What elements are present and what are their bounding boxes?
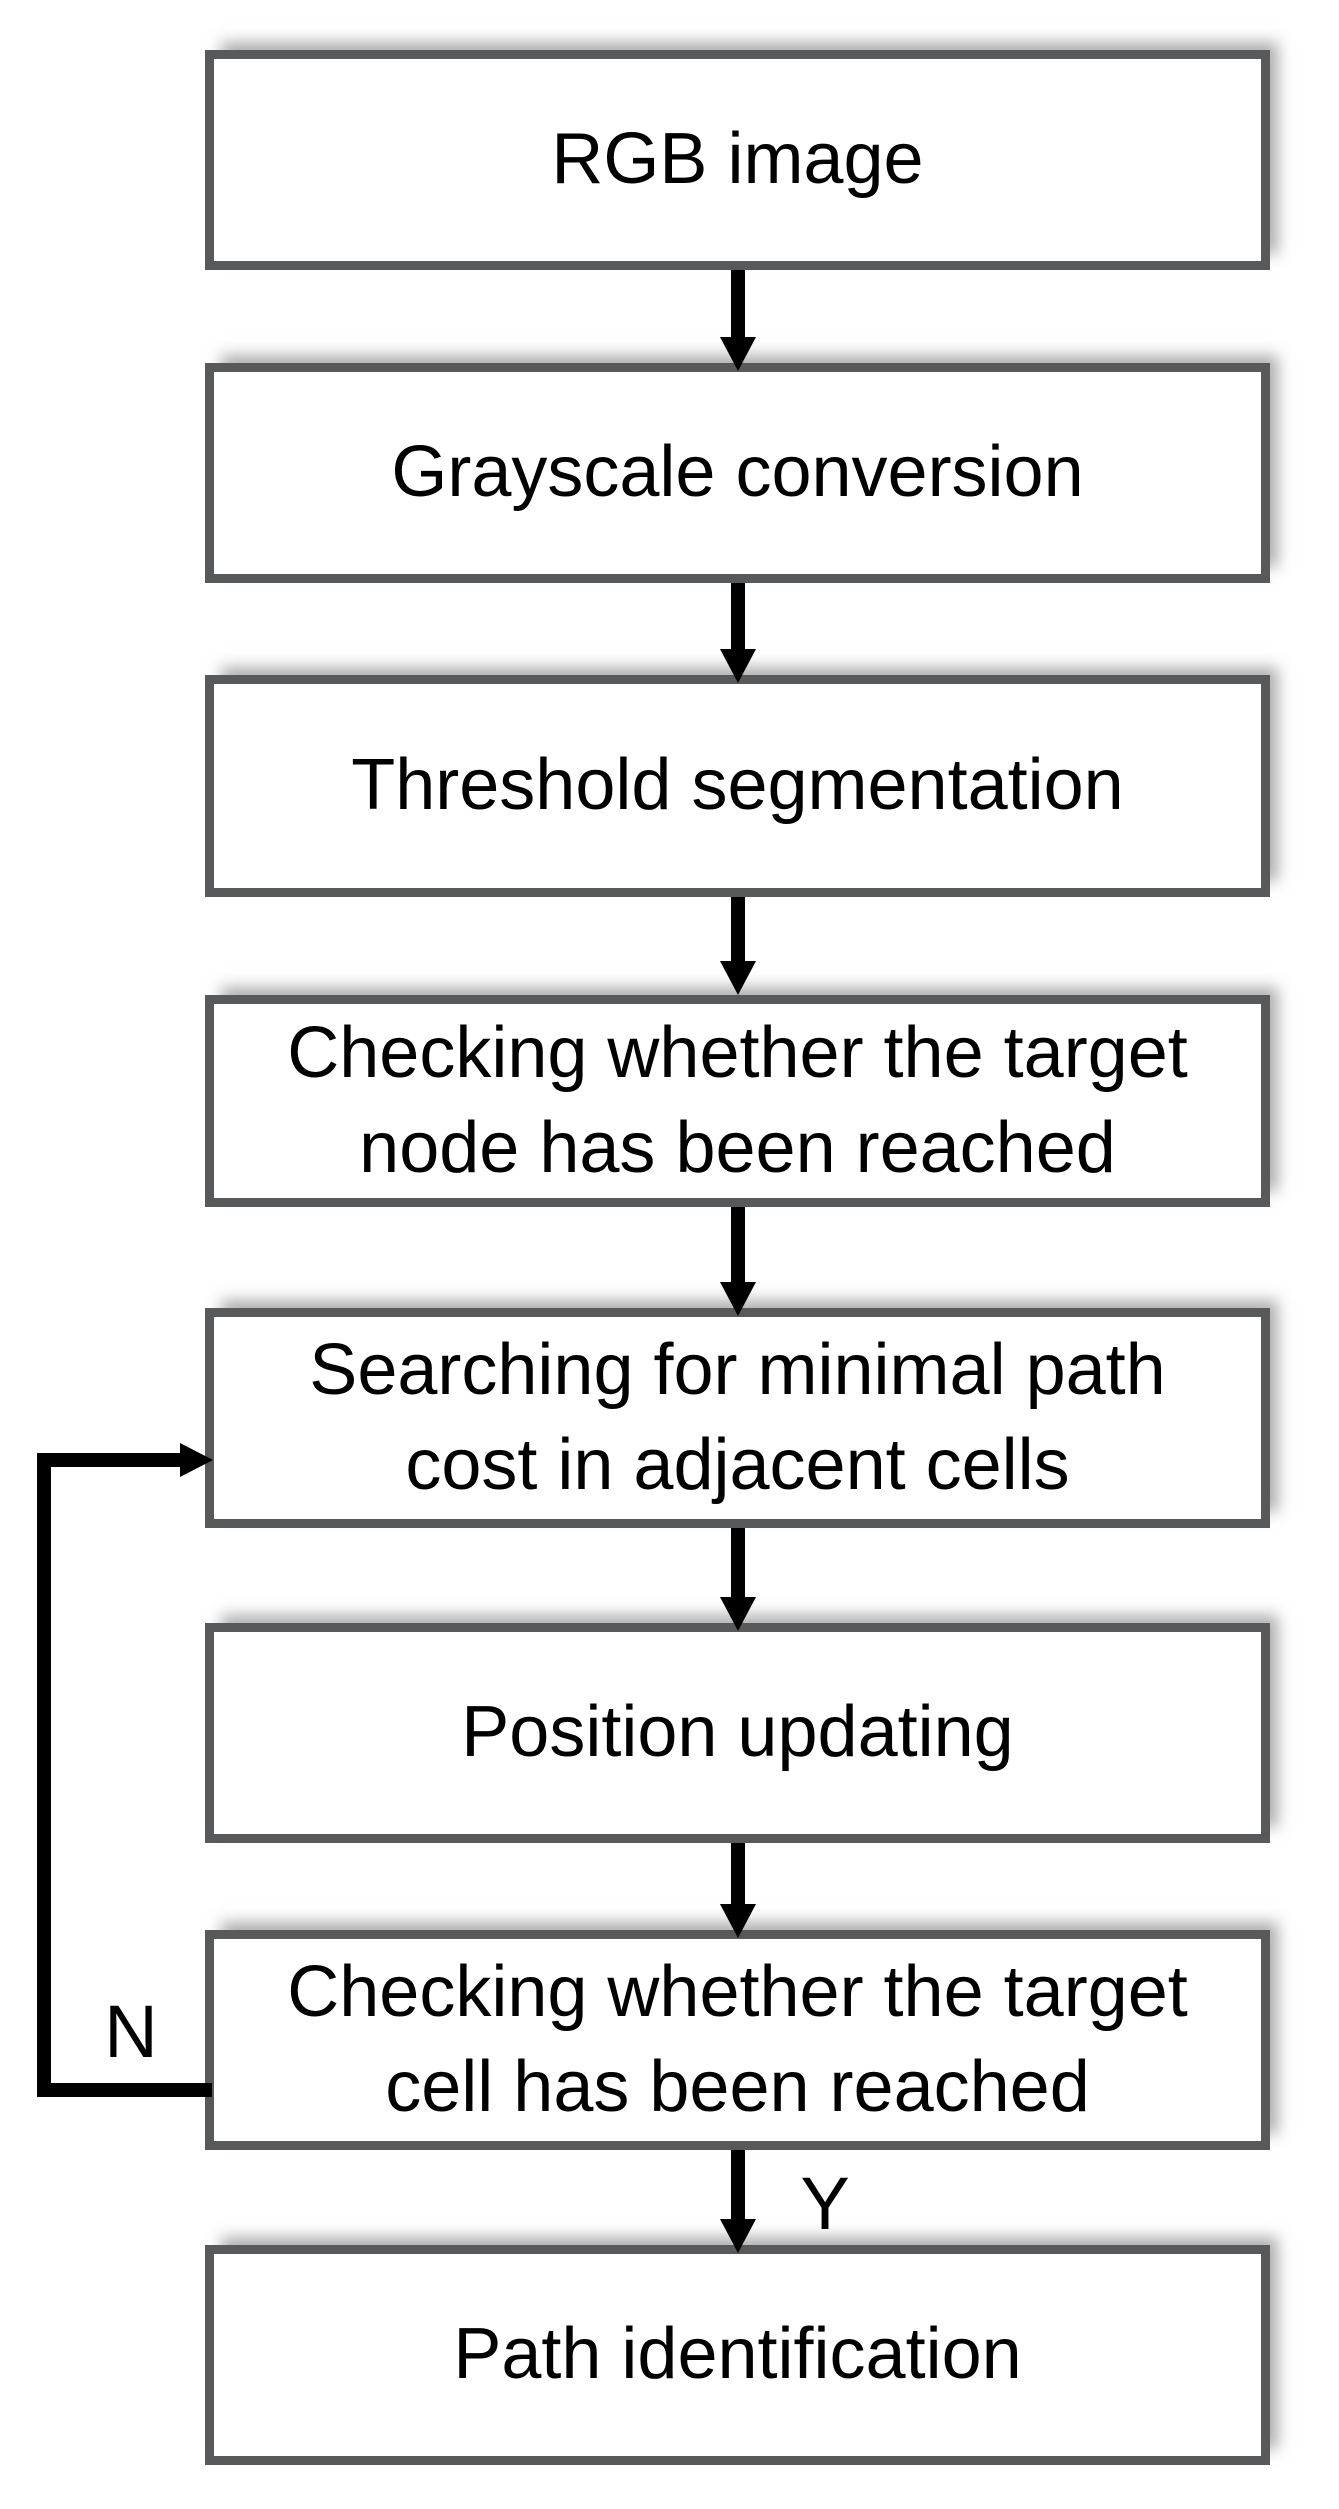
arrowhead-right-icon	[180, 1443, 213, 1477]
node-label-grayscale-conversion: Grayscale conversion	[391, 432, 1084, 513]
connector-line-1	[731, 270, 745, 337]
node-search-minimal-path: Searching for minimal path cost in adjac…	[205, 1308, 1270, 1528]
node-position-updating: Position updating	[205, 1623, 1270, 1843]
node-rgb-image: RGB image	[205, 50, 1270, 270]
arrowhead-down-icon	[720, 2219, 756, 2253]
node-label-threshold-segmentation: Threshold segmentation	[351, 745, 1124, 826]
loop-line-top	[37, 1453, 182, 1467]
arrowhead-down-icon	[720, 649, 756, 683]
node-label-search-minimal-path: Searching for minimal path cost in adjac…	[309, 1329, 1166, 1505]
loop-line-bottom	[37, 2083, 212, 2097]
node-check-target-node: Checking whether the target node has bee…	[205, 995, 1270, 1207]
node-label-rgb-image: RGB image	[551, 119, 924, 200]
node-threshold-segmentation: Threshold segmentation	[205, 675, 1270, 897]
connector-line-3	[731, 897, 745, 961]
arrowhead-down-icon	[720, 961, 756, 995]
edge-label-y: Y	[800, 2162, 850, 2245]
node-label-position-updating: Position updating	[461, 1692, 1014, 1773]
connector-line-5	[731, 1528, 745, 1597]
arrowhead-down-icon	[720, 1904, 756, 1938]
arrowhead-down-icon	[720, 1597, 756, 1631]
connector-line-4	[731, 1207, 745, 1282]
node-label-check-target-node: Checking whether the target node has bee…	[287, 1012, 1188, 1188]
arrowhead-down-icon	[720, 1282, 756, 1316]
node-grayscale-conversion: Grayscale conversion	[205, 363, 1270, 583]
node-label-check-target-cell: Checking whether the target cell has bee…	[287, 1951, 1188, 2127]
node-check-target-cell: Checking whether the target cell has bee…	[205, 1930, 1270, 2150]
node-label-path-identification: Path identification	[453, 2314, 1022, 2395]
connector-line-2	[731, 583, 745, 649]
connector-line-6	[731, 1843, 745, 1904]
node-path-identification: Path identification	[205, 2245, 1270, 2465]
arrowhead-down-icon	[720, 337, 756, 371]
edge-label-n: N	[104, 1990, 158, 2073]
connector-line-yes	[731, 2150, 745, 2219]
loop-line-vertical	[37, 1453, 51, 2097]
